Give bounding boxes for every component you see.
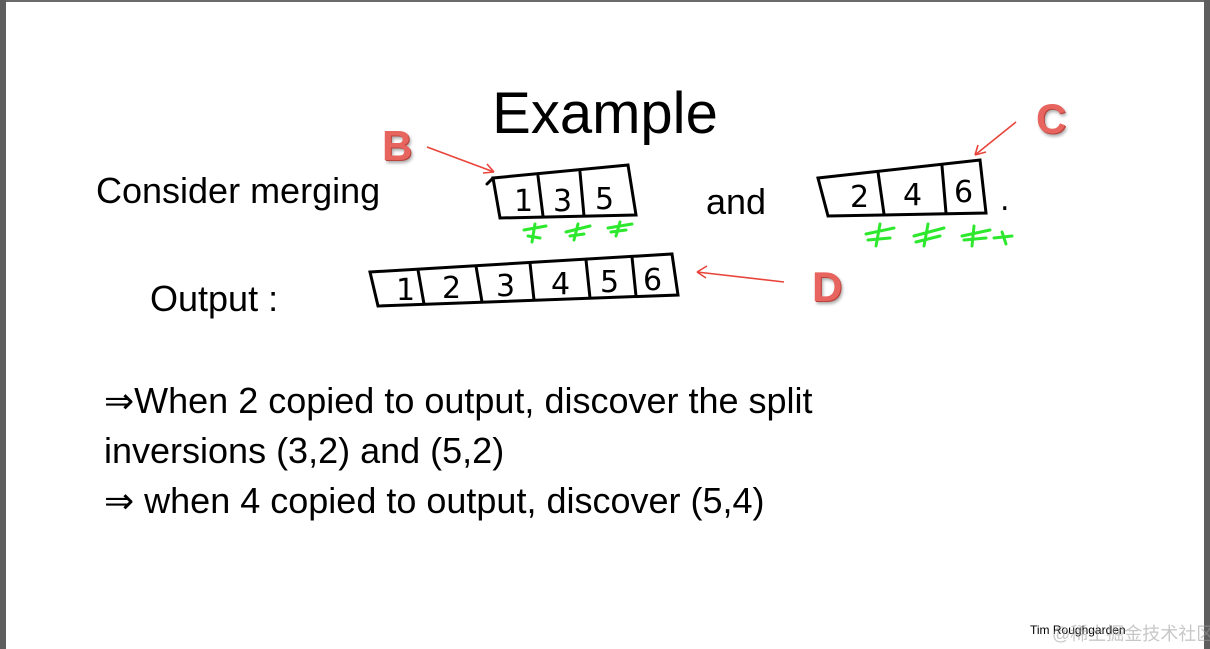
consider-merging-text: Consider merging	[96, 170, 381, 211]
author-credit: Tim Roughgarden	[1030, 623, 1126, 637]
window-right-border	[1204, 0, 1210, 649]
output-label: Output :	[150, 278, 279, 319]
pointer-marks-c	[864, 222, 1014, 248]
output-array-box	[368, 252, 680, 308]
annotation-label-b: B	[382, 122, 413, 169]
watermark: @稀土掘金技术社区	[1052, 624, 1210, 644]
arrow-b	[426, 146, 495, 174]
array-b-cell-3: 5	[595, 182, 614, 217]
array-c-box	[816, 158, 988, 218]
pointer-marks-b	[522, 220, 634, 244]
bullet-line-2: inversions (3,2) and (5,2)	[104, 430, 505, 471]
period-mark: .	[1000, 183, 1010, 218]
output-cell-4: 4	[551, 267, 570, 302]
annotation-label-d: D	[812, 263, 843, 310]
output-cell-6: 6	[643, 263, 662, 298]
array-c-cell-2: 4	[903, 178, 922, 213]
bullet-line-1: ⇒When 2 copied to output, discover the s…	[104, 380, 813, 421]
array-c-cell-1: 2	[850, 180, 869, 215]
array-c-cell-3: 6	[954, 175, 973, 210]
output-cell-2: 2	[442, 271, 461, 306]
and-text: and	[706, 181, 767, 222]
slide-title: Example	[492, 81, 718, 146]
output-cell-3: 3	[496, 269, 515, 304]
output-cell-5: 5	[600, 265, 619, 300]
array-b-cell-1: 1	[514, 184, 533, 219]
array-b-cell-2: 3	[553, 184, 572, 219]
output-cell-1: 1	[396, 273, 415, 308]
bullet-line-3: ⇒ when 4 copied to output, discover (5,4…	[104, 480, 765, 521]
window-top-border	[0, 0, 1210, 2]
arrow-d	[696, 265, 785, 283]
arrow-c	[974, 121, 1017, 156]
annotation-label-c: C	[1036, 95, 1067, 142]
array-b-box	[485, 163, 638, 220]
bullet-list: ⇒When 2 copied to output, discover the s…	[104, 376, 813, 526]
slide-canvas	[6, 2, 1204, 649]
window-left-border	[0, 0, 6, 649]
